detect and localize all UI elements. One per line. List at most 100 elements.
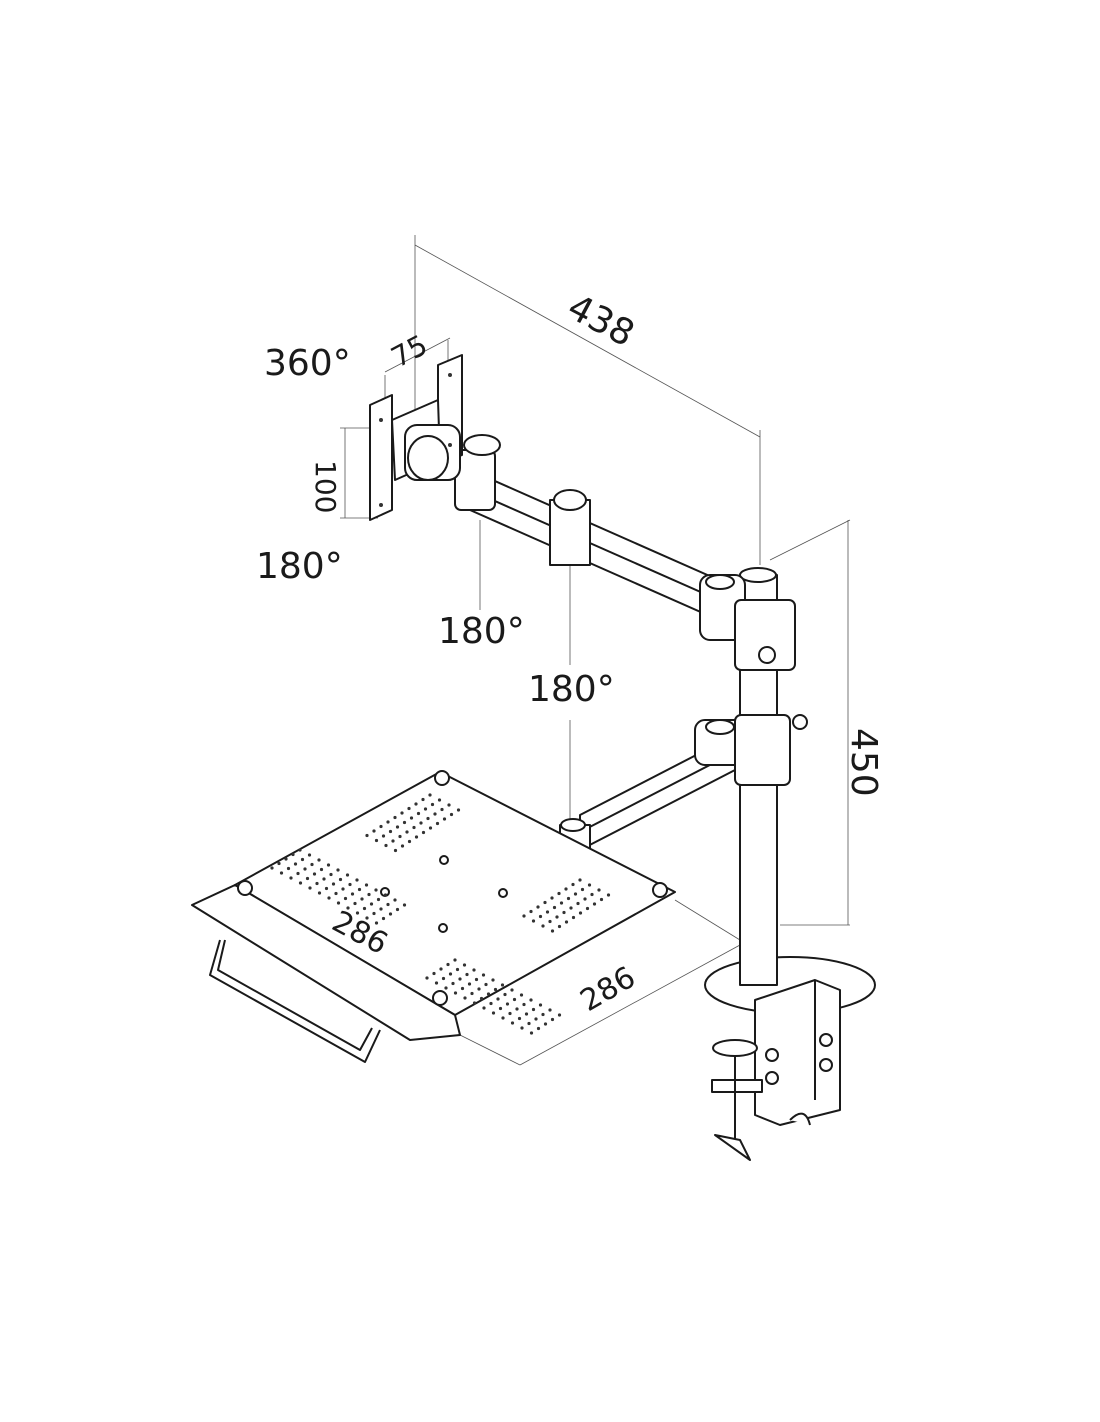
vent-hole xyxy=(279,871,284,875)
vent-hole xyxy=(562,910,566,915)
vent-hole xyxy=(360,897,364,901)
vent-hole xyxy=(331,882,336,886)
vent-hole xyxy=(578,911,583,915)
vent-hole xyxy=(428,826,433,830)
vent-hole xyxy=(291,852,295,857)
vent-hole xyxy=(365,833,369,838)
vent-hole xyxy=(472,1001,477,1005)
upper-arm xyxy=(454,434,796,671)
vent-hole xyxy=(489,1001,493,1006)
head-tilt-label: 180° xyxy=(256,546,343,587)
vent-hole xyxy=(590,892,594,897)
vent-hole xyxy=(453,991,458,995)
vent-hole xyxy=(334,891,338,896)
pole-height-label: 450 xyxy=(843,728,884,797)
vent-hole xyxy=(317,891,322,895)
vent-hole xyxy=(405,830,409,834)
vent-hole xyxy=(536,1026,541,1031)
vent-hole xyxy=(319,867,324,872)
vent-hole xyxy=(545,910,550,914)
vent-hole xyxy=(270,866,274,870)
vent-hole xyxy=(433,812,437,816)
vent-hole xyxy=(407,806,411,811)
vent-hole xyxy=(374,888,378,892)
vent-hole xyxy=(585,906,590,911)
vent-hole xyxy=(277,861,281,866)
vent-hole xyxy=(470,991,474,996)
vent-hole xyxy=(555,915,559,919)
vent-hole xyxy=(428,793,432,797)
vent-hole xyxy=(322,877,326,881)
vent-hole xyxy=(336,901,341,905)
vent-hole xyxy=(315,881,319,886)
vent-hole xyxy=(286,866,291,871)
vent-hole xyxy=(550,929,555,933)
vent-hole xyxy=(310,862,314,867)
vent-hole xyxy=(414,802,418,806)
vent-hole xyxy=(430,802,435,807)
vent-hole xyxy=(486,992,491,996)
vent-hole xyxy=(400,811,404,815)
vent-hole xyxy=(402,903,407,907)
vent-hole xyxy=(493,987,498,992)
vent-hole xyxy=(353,901,357,906)
vent-hole xyxy=(307,853,312,857)
vent-hole xyxy=(501,1016,505,1020)
vent-hole xyxy=(440,807,444,812)
vent-hole xyxy=(557,891,561,896)
vent-hole xyxy=(439,967,443,971)
vent-hole xyxy=(419,821,423,825)
vent-hole xyxy=(531,919,536,923)
vent-hole xyxy=(364,883,369,887)
vent-hole xyxy=(355,911,360,915)
vent-hole xyxy=(552,905,557,910)
vent-hole xyxy=(341,887,345,891)
vent-hole xyxy=(395,907,400,912)
vent-hole xyxy=(355,878,359,882)
vent-hole xyxy=(442,817,447,821)
tray-width-label: 286 xyxy=(575,960,642,1019)
vent-hole xyxy=(369,902,374,906)
vent-hole xyxy=(432,971,436,976)
vent-hole xyxy=(519,993,524,997)
vent-hole xyxy=(447,803,451,807)
vent-hole xyxy=(496,997,500,1001)
vent-hole xyxy=(564,887,568,891)
vent-hole xyxy=(327,896,331,900)
vent-hole xyxy=(421,797,425,802)
vent-hole xyxy=(458,977,462,981)
vent-hole xyxy=(479,996,484,1001)
vent-hole xyxy=(548,1008,552,1012)
vent-hole xyxy=(482,1006,486,1010)
vent-hole xyxy=(329,872,333,877)
vent-hole xyxy=(284,857,288,861)
vent-hole xyxy=(500,983,505,987)
vent-hole xyxy=(543,1022,548,1026)
vent-hole xyxy=(515,1007,519,1011)
arm-reach-label: 438 xyxy=(561,287,641,355)
vent-hole xyxy=(365,916,369,920)
vent-hole xyxy=(531,1007,536,1012)
vent-hole xyxy=(293,862,298,866)
vent-hole xyxy=(576,901,580,906)
vent-hole xyxy=(395,825,400,829)
vent-hole xyxy=(384,843,388,848)
vent-hole xyxy=(426,816,430,821)
vent-hole xyxy=(477,987,481,991)
vent-hole xyxy=(529,909,533,914)
vent-hole xyxy=(386,820,390,824)
vent-hole xyxy=(434,981,439,985)
vent-hole xyxy=(421,830,426,835)
vent-hole xyxy=(541,924,545,928)
vent-hole xyxy=(566,896,571,901)
vent-hole xyxy=(510,988,514,992)
vent-hole xyxy=(505,1002,510,1006)
vent-hole xyxy=(460,986,465,991)
vent-hole xyxy=(393,815,397,820)
vent-hole xyxy=(388,829,393,834)
vent-hole xyxy=(538,1003,543,1007)
vent-hole xyxy=(350,892,355,896)
vent-hole xyxy=(498,1006,503,1011)
vent-hole xyxy=(338,877,343,882)
vent-hole xyxy=(402,820,407,825)
